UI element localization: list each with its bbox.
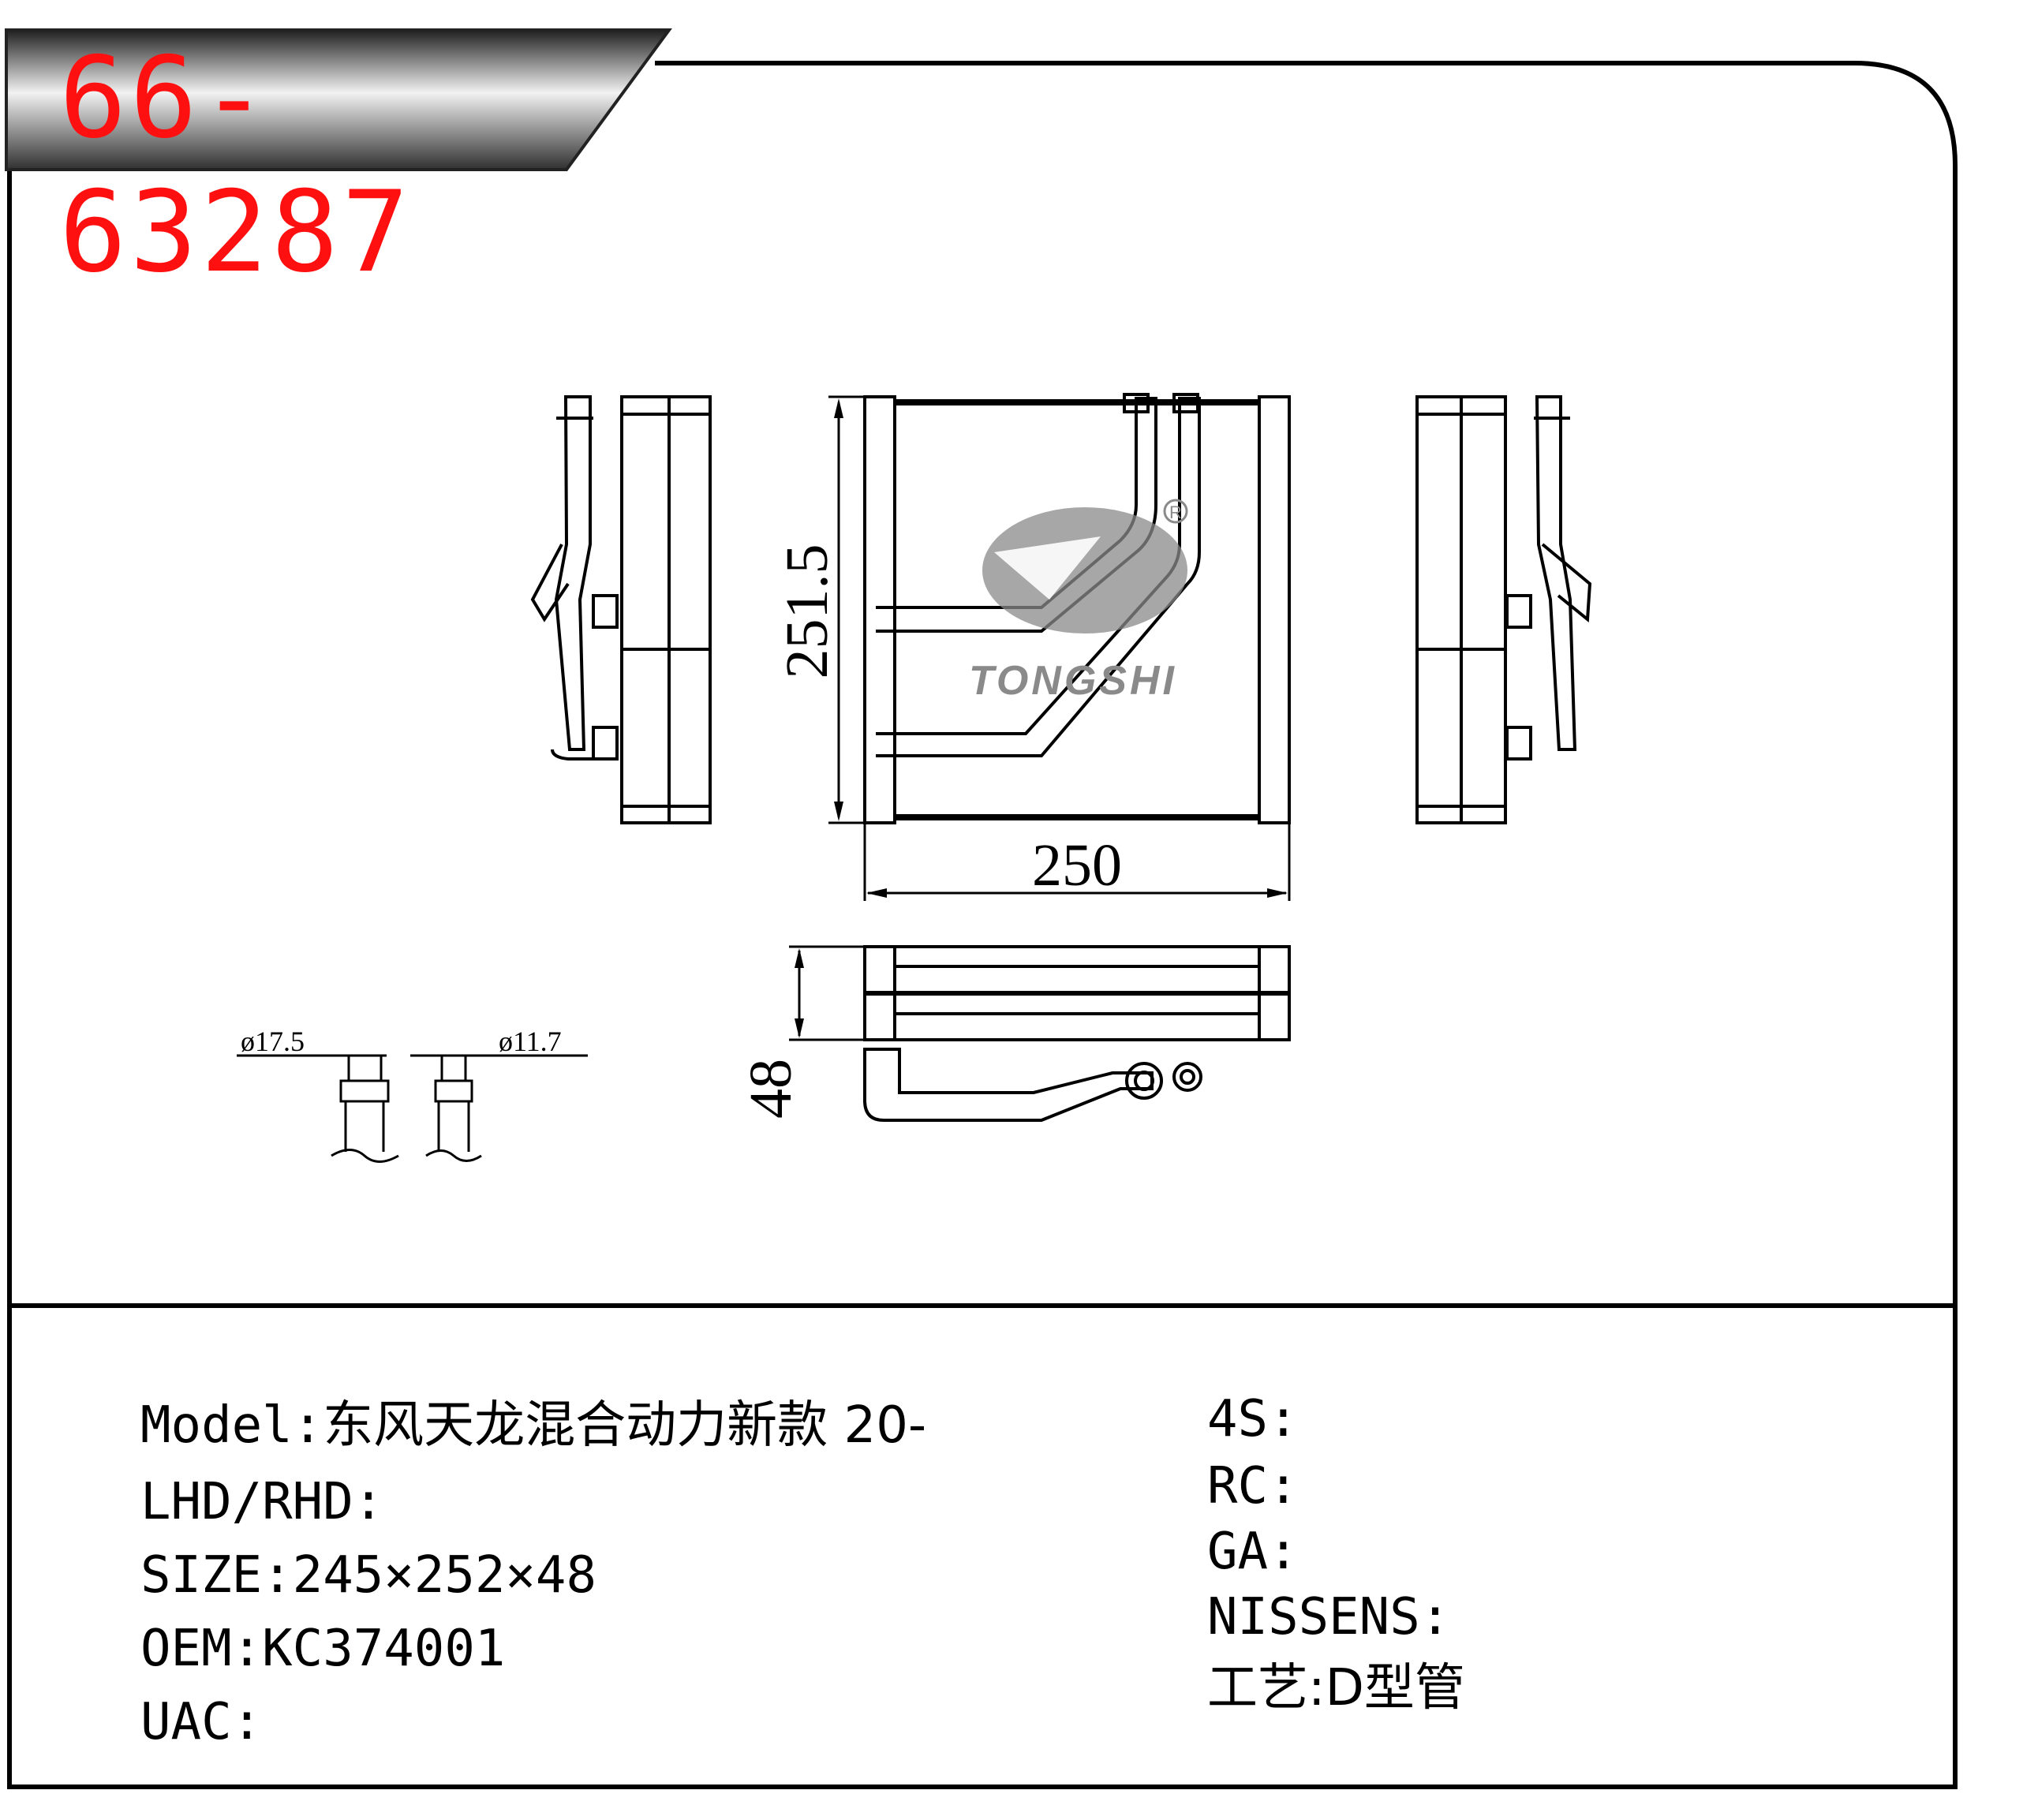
spec-uac-label: UAC: xyxy=(140,1693,263,1751)
spec-size-label: SIZE: xyxy=(140,1546,293,1605)
frame xyxy=(7,30,1958,1789)
spec-4s: 4S: xyxy=(1207,1386,1299,1452)
registered-mark: R xyxy=(1169,503,1182,522)
spec-rc: RC: xyxy=(1207,1453,1299,1519)
spec-size: SIZE:245×252×48 xyxy=(140,1542,596,1609)
width-label: 250 xyxy=(1032,832,1122,899)
right-side-view xyxy=(1415,395,1592,824)
part-number-banner xyxy=(5,28,672,171)
tube-end-details: ø17.5 ø11.7 xyxy=(237,1026,588,1163)
spec-size-value: 245×252×48 xyxy=(292,1546,596,1605)
brand-logo-text: TONGSHI xyxy=(969,658,1177,704)
part-number: 66-63287 xyxy=(59,33,413,297)
spec-ga-label: GA: xyxy=(1207,1523,1299,1581)
spec-process-value: D型管 xyxy=(1325,1659,1465,1717)
brand-watermark: R TONGSHI xyxy=(969,499,1188,704)
spec-lhd-rhd-label: LHD/RHD: xyxy=(140,1473,384,1531)
depth-dimension: 48 xyxy=(738,945,865,1119)
spec-uac: UAC: xyxy=(140,1689,262,1755)
depth-label: 48 xyxy=(738,1059,804,1119)
height-dimension: 251.5 xyxy=(774,395,865,824)
tube-large-label: ø17.5 xyxy=(241,1026,305,1057)
spec-model-value: 东风天龙混合动力新款 20- xyxy=(323,1396,927,1455)
spec-ga: GA: xyxy=(1207,1519,1299,1585)
height-label: 251.5 xyxy=(774,544,840,679)
spec-model-label: Model: xyxy=(140,1396,323,1455)
spec-process: 工艺:D型管 xyxy=(1207,1655,1465,1721)
spec-oem-value: KC374001 xyxy=(262,1620,506,1678)
spec-model: Model:东风天龙混合动力新款 20- xyxy=(140,1392,926,1459)
spec-rc-label: RC: xyxy=(1207,1457,1299,1515)
left-side-view xyxy=(530,395,712,824)
top-view xyxy=(863,945,1291,1122)
tube-small-label: ø11.7 xyxy=(499,1026,562,1057)
spec-nissens-label: NISSENS: xyxy=(1207,1588,1451,1646)
spec-oem-label: OEM: xyxy=(140,1620,263,1678)
width-dimension: 250 xyxy=(863,823,1291,901)
spec-oem: OEM:KC374001 xyxy=(140,1616,505,1682)
spec-lhd-rhd: LHD/RHD: xyxy=(140,1469,383,1535)
spec-process-label: 工艺: xyxy=(1207,1659,1326,1717)
spec-4s-label: 4S: xyxy=(1207,1390,1299,1448)
spec-nissens: NISSENS: xyxy=(1207,1584,1450,1650)
